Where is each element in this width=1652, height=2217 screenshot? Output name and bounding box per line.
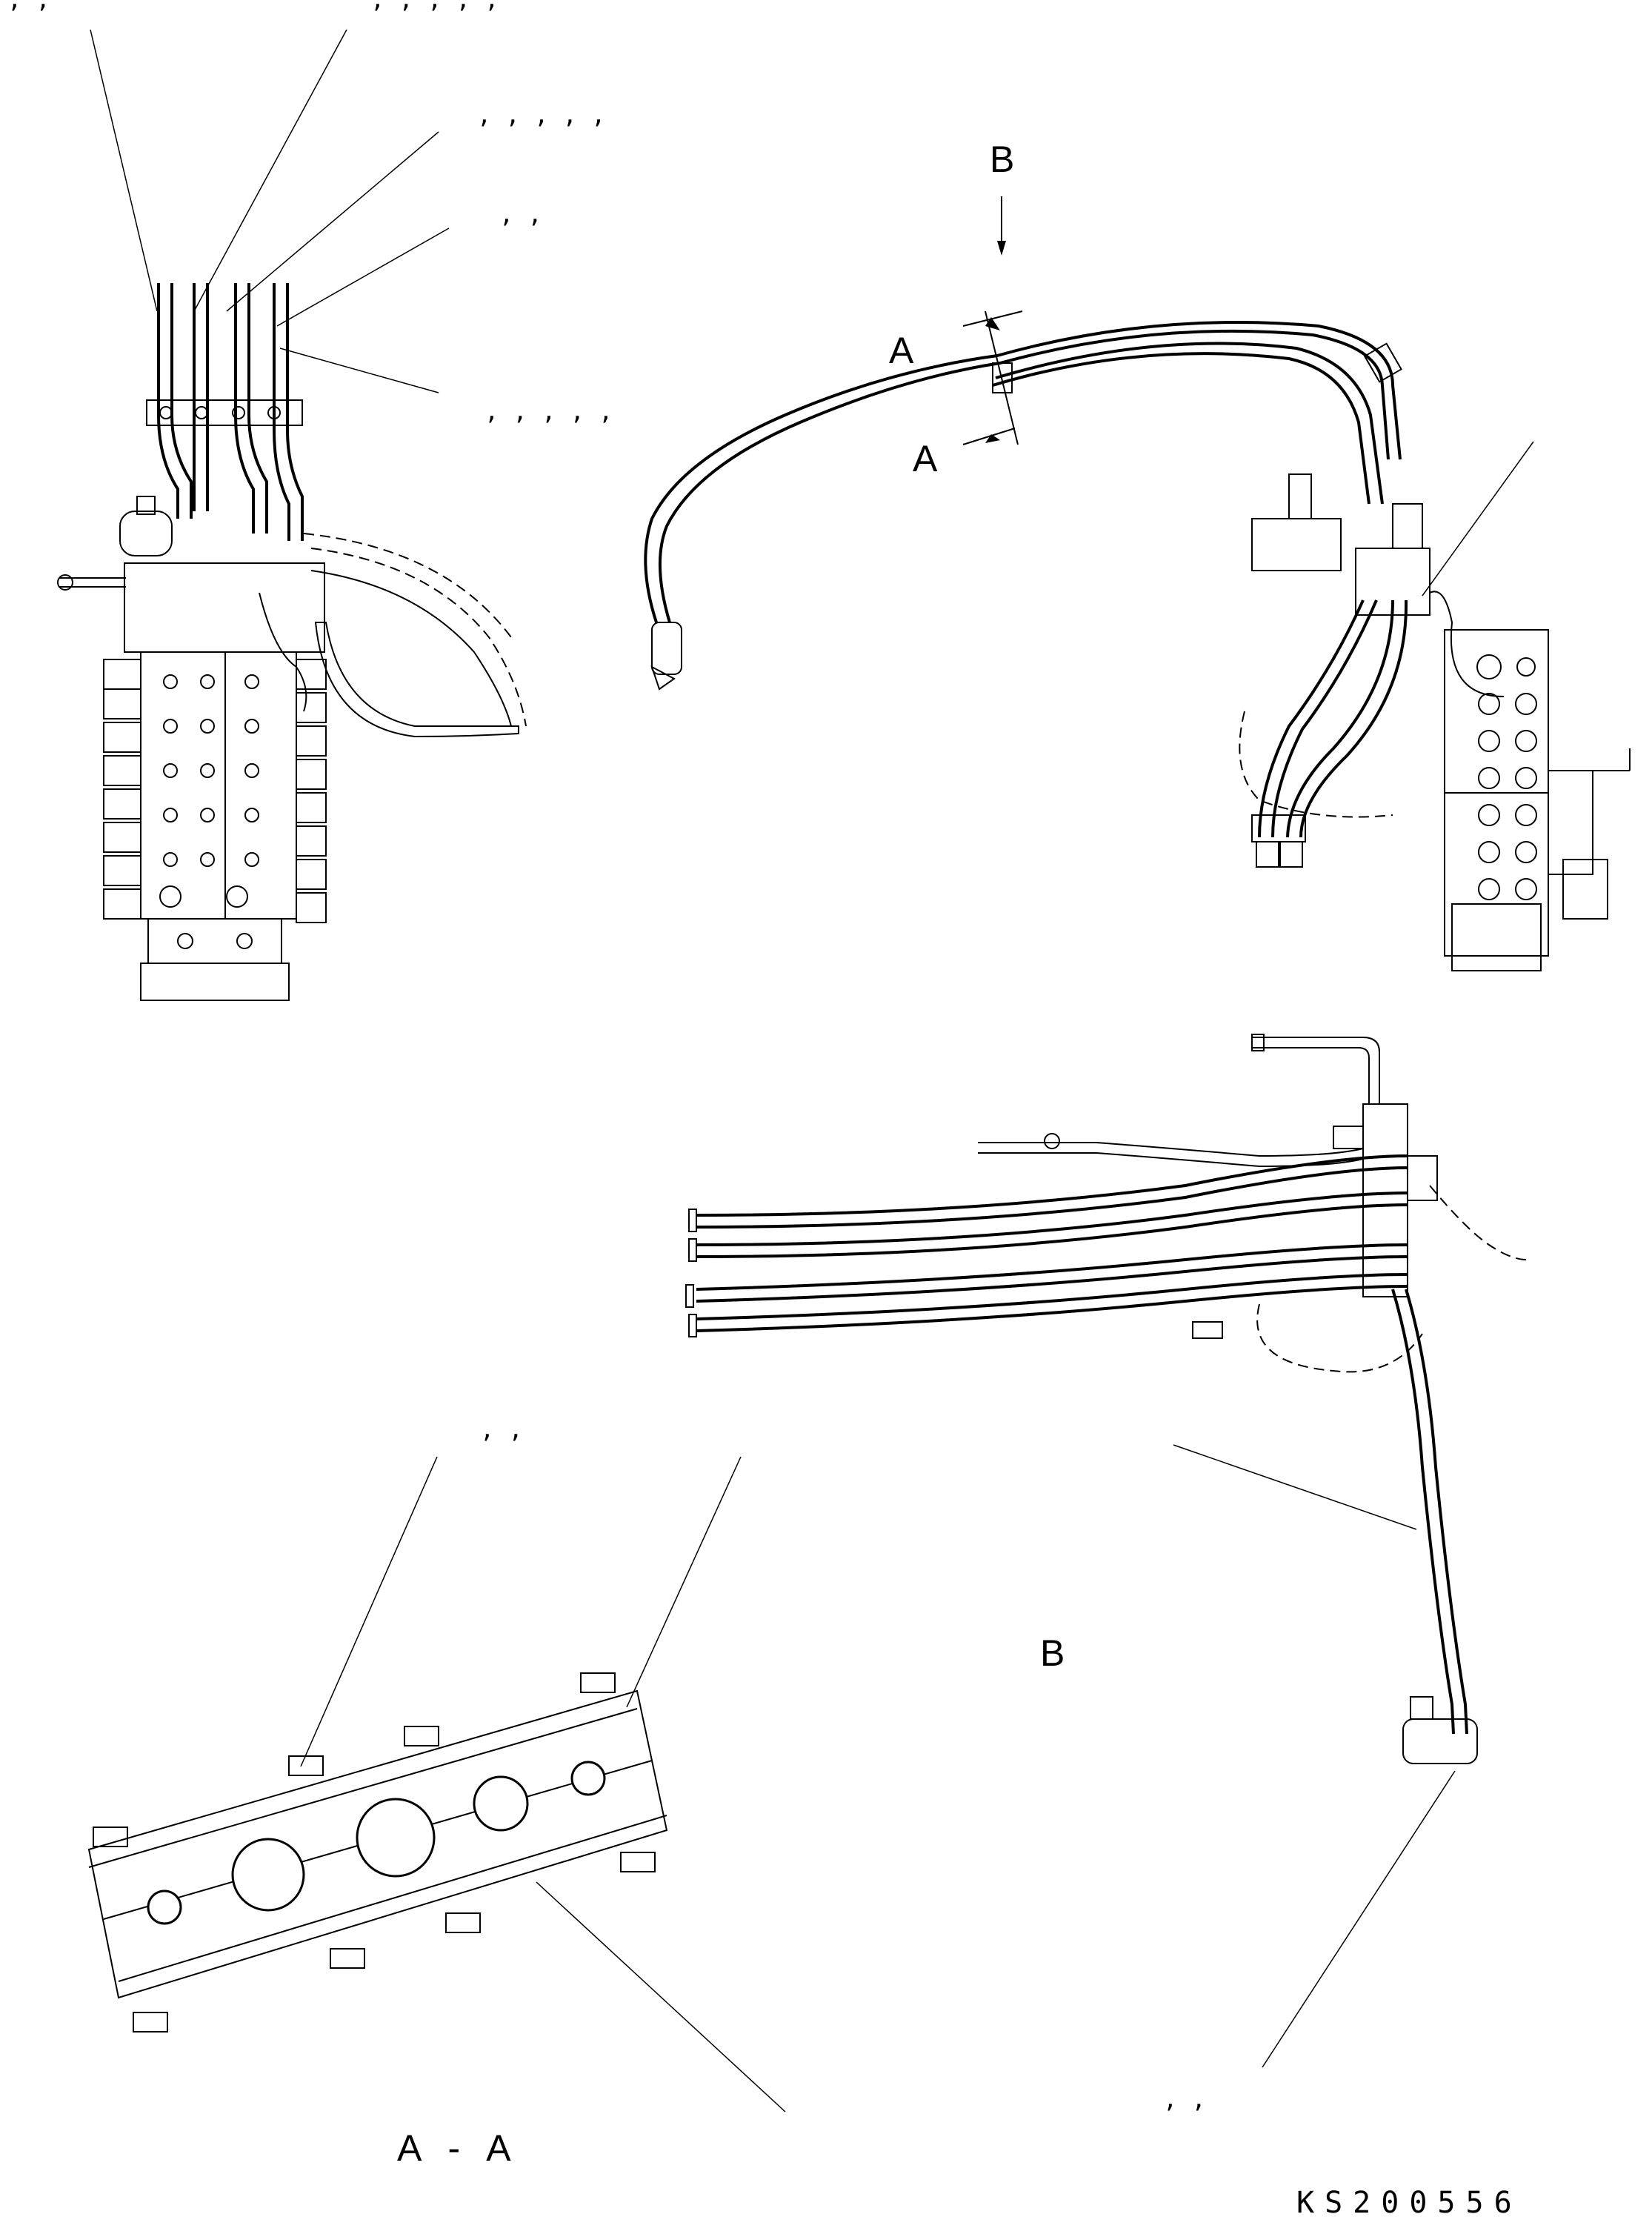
- callout-5: , , , , ,: [484, 397, 613, 425]
- valve-side-sections: [103, 659, 327, 923]
- callout-labels: , , , , , , , , , , , , , , , , , , , , …: [7, 0, 1206, 2113]
- callout-1: , ,: [7, 0, 50, 13]
- view-b-title: B: [1040, 1632, 1065, 1674]
- section-a-marker-bottom: A: [913, 438, 938, 479]
- callout-3: , , , , ,: [477, 101, 605, 129]
- control-valve-front-view: [57, 29, 527, 1001]
- callout-7: , ,: [1163, 2085, 1206, 2113]
- control-valve-iso-view: [644, 196, 1631, 971]
- callout-2: , , , , ,: [370, 0, 499, 13]
- valve-bolt-holes: [159, 674, 259, 949]
- view-b: [685, 1034, 1527, 2068]
- side-valve-stack: [1444, 629, 1631, 971]
- view-b-arrow-label: B: [990, 139, 1014, 180]
- section-a-a-clamp: [87, 1456, 786, 2113]
- drawing-reference-code: KS200556: [1296, 2186, 1522, 2217]
- callout-6: , ,: [480, 1415, 523, 1443]
- callout-4: , ,: [499, 200, 542, 228]
- section-a-a-title: A - A: [397, 2127, 520, 2169]
- section-a-marker-top: A: [889, 330, 914, 371]
